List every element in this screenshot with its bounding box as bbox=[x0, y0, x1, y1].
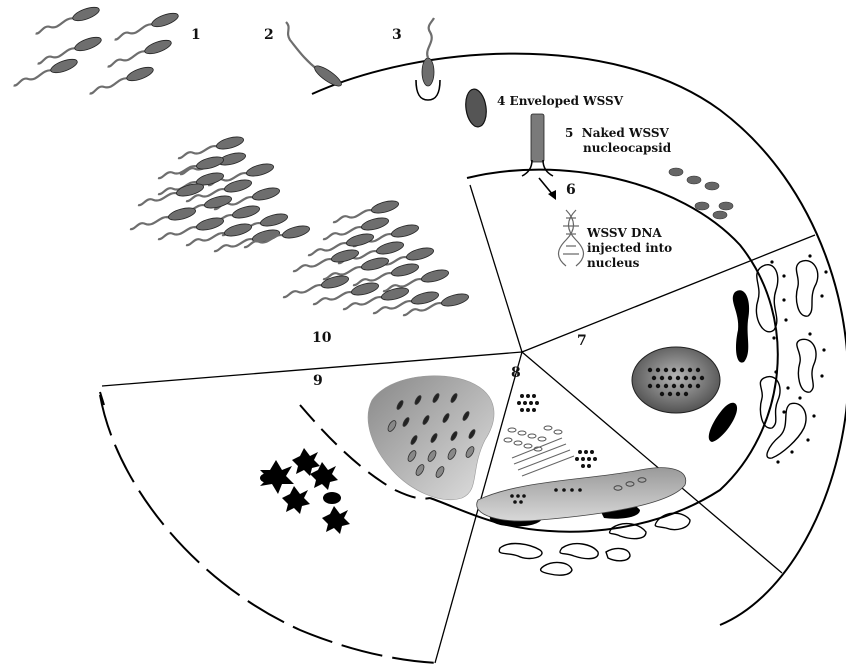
spiky-particles bbox=[260, 448, 350, 534]
step-6-line3: nucleus bbox=[587, 256, 672, 271]
step-5-number: 5 bbox=[565, 126, 573, 140]
step-6-number: 6 bbox=[566, 182, 576, 198]
step-6-text: WSSV DNA injected into nucleus bbox=[587, 226, 672, 271]
step-4-text: Enveloped WSSV bbox=[510, 94, 624, 108]
step-3-label: 3 bbox=[392, 27, 402, 43]
step-6-line1: WSSV DNA bbox=[587, 226, 672, 241]
step-6-line2: injected into bbox=[587, 241, 672, 256]
assembly-region bbox=[504, 394, 597, 476]
nuclear-periphery-band bbox=[477, 468, 686, 521]
free-virions-group bbox=[12, 5, 180, 98]
step-4-number: 4 bbox=[497, 94, 505, 108]
step-5-label: 5 Naked WSSV nucleocapsid bbox=[565, 126, 671, 156]
dna-helix-icon bbox=[559, 210, 584, 266]
step-2-label: 2 bbox=[264, 27, 274, 43]
step-9-label: 9 bbox=[313, 373, 323, 389]
step-5-line2: nucleocapsid bbox=[565, 141, 671, 156]
virion-assembly-cloud bbox=[368, 376, 494, 500]
nucleocapsid-docking bbox=[522, 114, 553, 176]
virogenic-dots-right bbox=[770, 254, 827, 463]
released-virions-cluster-left bbox=[129, 135, 311, 255]
sector-line-5-6 bbox=[470, 185, 522, 352]
step-7-label: 7 bbox=[577, 333, 587, 349]
naked-nucleocapsids bbox=[669, 168, 733, 219]
step-8-label: 8 bbox=[511, 365, 521, 381]
attaching-virion bbox=[286, 22, 344, 89]
released-virions-cluster-right bbox=[282, 199, 470, 319]
injection-arrow bbox=[539, 178, 556, 200]
step-5-line1: Naked WSSV bbox=[582, 126, 669, 140]
step-10-label: 10 bbox=[312, 330, 331, 346]
enveloped-wssv-particle bbox=[463, 88, 488, 128]
nucleus-replication-site bbox=[632, 347, 720, 413]
step-1-label: 1 bbox=[191, 27, 201, 43]
step-4-label: 4 Enveloped WSSV bbox=[497, 94, 623, 109]
